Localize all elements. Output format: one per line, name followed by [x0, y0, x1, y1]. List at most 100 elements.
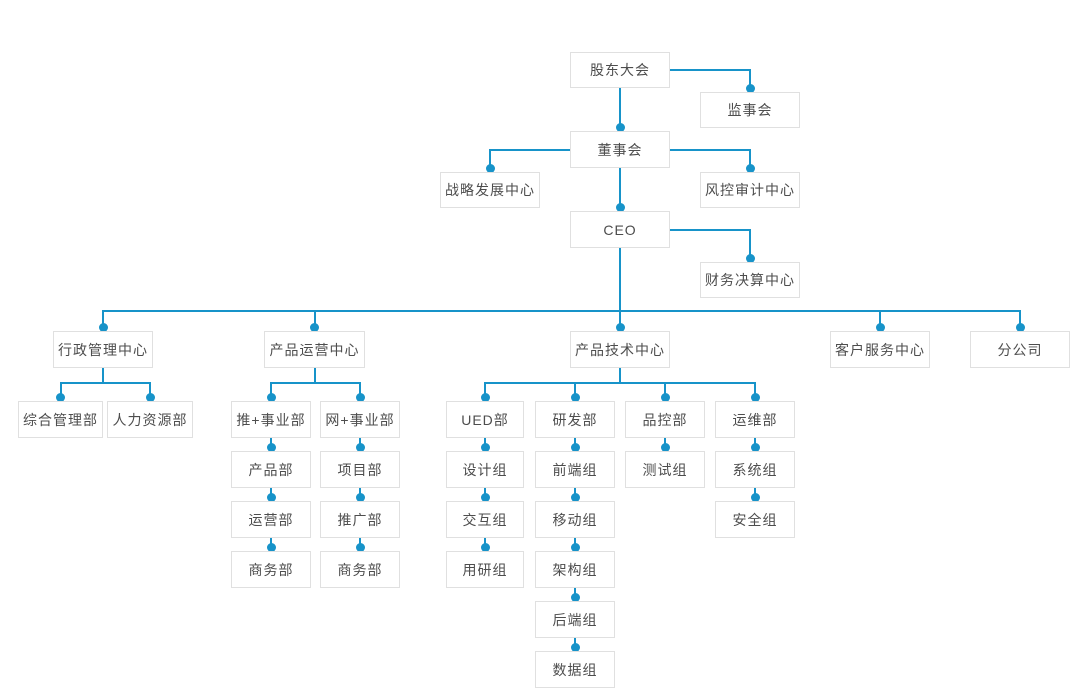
junction-dot [480, 392, 490, 402]
junction-dot [480, 492, 490, 502]
junction-dot [480, 442, 490, 452]
org-node-fengongsi: 分公司 [970, 331, 1070, 368]
junction-dot [745, 253, 755, 263]
org-node-dongshihui: 董事会 [570, 131, 670, 168]
org-node-ceo: CEO [570, 211, 670, 248]
junction-dot [355, 392, 365, 402]
connector-line [619, 248, 621, 311]
connector-line [749, 70, 751, 92]
connector-line [619, 368, 621, 383]
junction-dot [660, 392, 670, 402]
junction-dot [266, 492, 276, 502]
junction-dot [660, 442, 670, 452]
junction-dot [355, 492, 365, 502]
org-node-xingzheng: 行政管理中心 [53, 331, 153, 368]
junction-dot [56, 392, 65, 402]
junction-dot [750, 442, 760, 452]
connector-line [149, 383, 151, 401]
org-node-yunyingbu: 运营部 [231, 501, 311, 538]
junction-dot [485, 163, 495, 173]
org-node-xitongzu: 系统组 [715, 451, 795, 488]
junction-dot [615, 322, 625, 332]
junction-dot [570, 542, 580, 552]
connector-line [270, 383, 272, 401]
connector-line [619, 168, 621, 211]
org-node-shangwubu1: 商务部 [231, 551, 311, 588]
org-node-houduanzu: 后端组 [535, 601, 615, 638]
org-node-jiagouzu: 架构组 [535, 551, 615, 588]
org-node-ued: UED部 [446, 401, 524, 438]
org-node-kefu: 客户服务中心 [830, 331, 930, 368]
connector-line [669, 149, 751, 151]
connector-line [489, 149, 571, 151]
connector-line [664, 383, 666, 401]
junction-dot [750, 492, 760, 502]
junction-dot [570, 442, 580, 452]
junction-dot [875, 322, 885, 332]
org-node-wangbu: 网+事业部 [320, 401, 400, 438]
org-node-jianshihui: 监事会 [700, 92, 800, 128]
org-node-tuibu: 推+事业部 [231, 401, 311, 438]
connector-line [314, 368, 316, 383]
connector-line [574, 383, 576, 401]
junction-dot [745, 83, 755, 93]
org-node-shangwubu2: 商务部 [320, 551, 400, 588]
org-node-jishuzx: 产品技术中心 [570, 331, 670, 368]
org-node-shujuzu: 数据组 [535, 651, 615, 688]
connector-line [484, 383, 486, 401]
org-node-yanfa: 研发部 [535, 401, 615, 438]
junction-dot [266, 542, 276, 552]
junction-dot [570, 592, 580, 602]
connector-line [749, 230, 751, 262]
junction-dot [480, 542, 490, 552]
connector-line [1019, 311, 1021, 331]
junction-dot [615, 202, 625, 212]
org-node-chanpinbu: 产品部 [231, 451, 311, 488]
org-node-yongyanzu: 用研组 [446, 551, 524, 588]
org-node-zhanlve: 战略发展中心 [440, 172, 540, 208]
connector-line [102, 368, 104, 383]
junction-dot [310, 322, 319, 332]
connector-line [754, 383, 756, 401]
junction-dot [570, 392, 580, 402]
org-node-gudonghui: 股东大会 [570, 52, 670, 88]
org-node-yunwei: 运维部 [715, 401, 795, 438]
org-node-fengkong: 风控审计中心 [700, 172, 800, 208]
org-node-xiangmubu: 项目部 [320, 451, 400, 488]
connector-line [60, 383, 62, 401]
org-node-qianduanzu: 前端组 [535, 451, 615, 488]
org-node-yunyingzx: 产品运营中心 [264, 331, 365, 368]
junction-dot [355, 542, 365, 552]
org-node-ceshizu: 测试组 [625, 451, 705, 488]
junction-dot [98, 322, 108, 332]
org-node-jiaohuzu: 交互组 [446, 501, 524, 538]
junction-dot [570, 492, 580, 502]
org-node-zonghe: 综合管理部 [18, 401, 103, 438]
connector-line [669, 69, 751, 71]
org-node-anquanzu: 安全组 [715, 501, 795, 538]
org-node-yidongzu: 移动组 [535, 501, 615, 538]
connector-line [359, 383, 361, 401]
junction-dot [145, 392, 155, 402]
junction-dot [266, 442, 276, 452]
junction-dot [570, 642, 580, 652]
connector-line [879, 311, 881, 331]
connector-line [489, 150, 491, 172]
connector-line [619, 88, 621, 131]
junction-dot [266, 392, 276, 402]
junction-dot [615, 122, 625, 132]
org-node-shejizu: 设计组 [446, 451, 524, 488]
org-node-renli: 人力资源部 [107, 401, 193, 438]
org-node-pinkong: 品控部 [625, 401, 705, 438]
junction-dot [1015, 322, 1025, 332]
org-node-tuiguangbu: 推广部 [320, 501, 400, 538]
connector-line [102, 310, 1021, 312]
connector-line [59, 382, 151, 384]
connector-line [619, 311, 621, 331]
connector-line [749, 150, 751, 172]
connector-line [270, 382, 361, 384]
org-node-caiwu: 财务决算中心 [700, 262, 800, 298]
